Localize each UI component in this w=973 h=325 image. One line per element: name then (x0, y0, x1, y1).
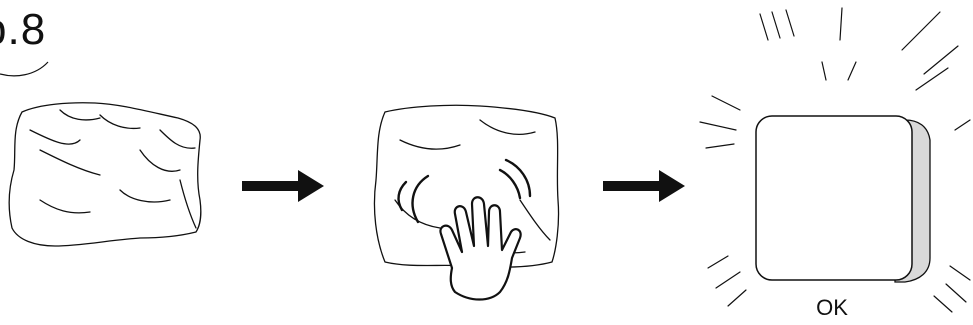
clean-shiny-panel-icon (700, 8, 970, 312)
step-number-label: p.8 (0, 8, 46, 52)
wiping-hand-on-cloth-icon (374, 105, 558, 299)
result-ok-label: OK (808, 297, 856, 319)
right-arrow-icon (242, 170, 324, 202)
step-label-underline (0, 62, 48, 76)
right-arrow-icon (603, 170, 685, 202)
crumpled-cloth-icon (9, 103, 201, 246)
